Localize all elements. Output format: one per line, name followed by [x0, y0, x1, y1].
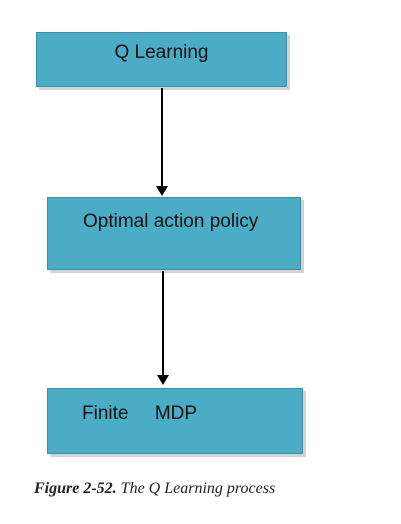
node-optimal-action-policy-label: Optimal action policy [83, 211, 259, 232]
node-finite-mdp-label: Finite MDP [82, 403, 198, 424]
figure-number: Figure 2-52. [34, 480, 117, 497]
node-q-learning: Q Learning [36, 32, 287, 87]
figure-caption: Figure 2-52. The Q Learning process [34, 480, 275, 498]
arrow-q-to-policy [156, 88, 168, 196]
figure-caption-text: The Q Learning process [120, 480, 276, 497]
arrow-policy-to-mdp [157, 271, 169, 385]
node-optimal-action-policy: Optimal action policy [47, 197, 301, 270]
node-q-learning-label: Q Learning [114, 42, 209, 63]
node-finite-mdp: Finite MDP [47, 388, 303, 454]
